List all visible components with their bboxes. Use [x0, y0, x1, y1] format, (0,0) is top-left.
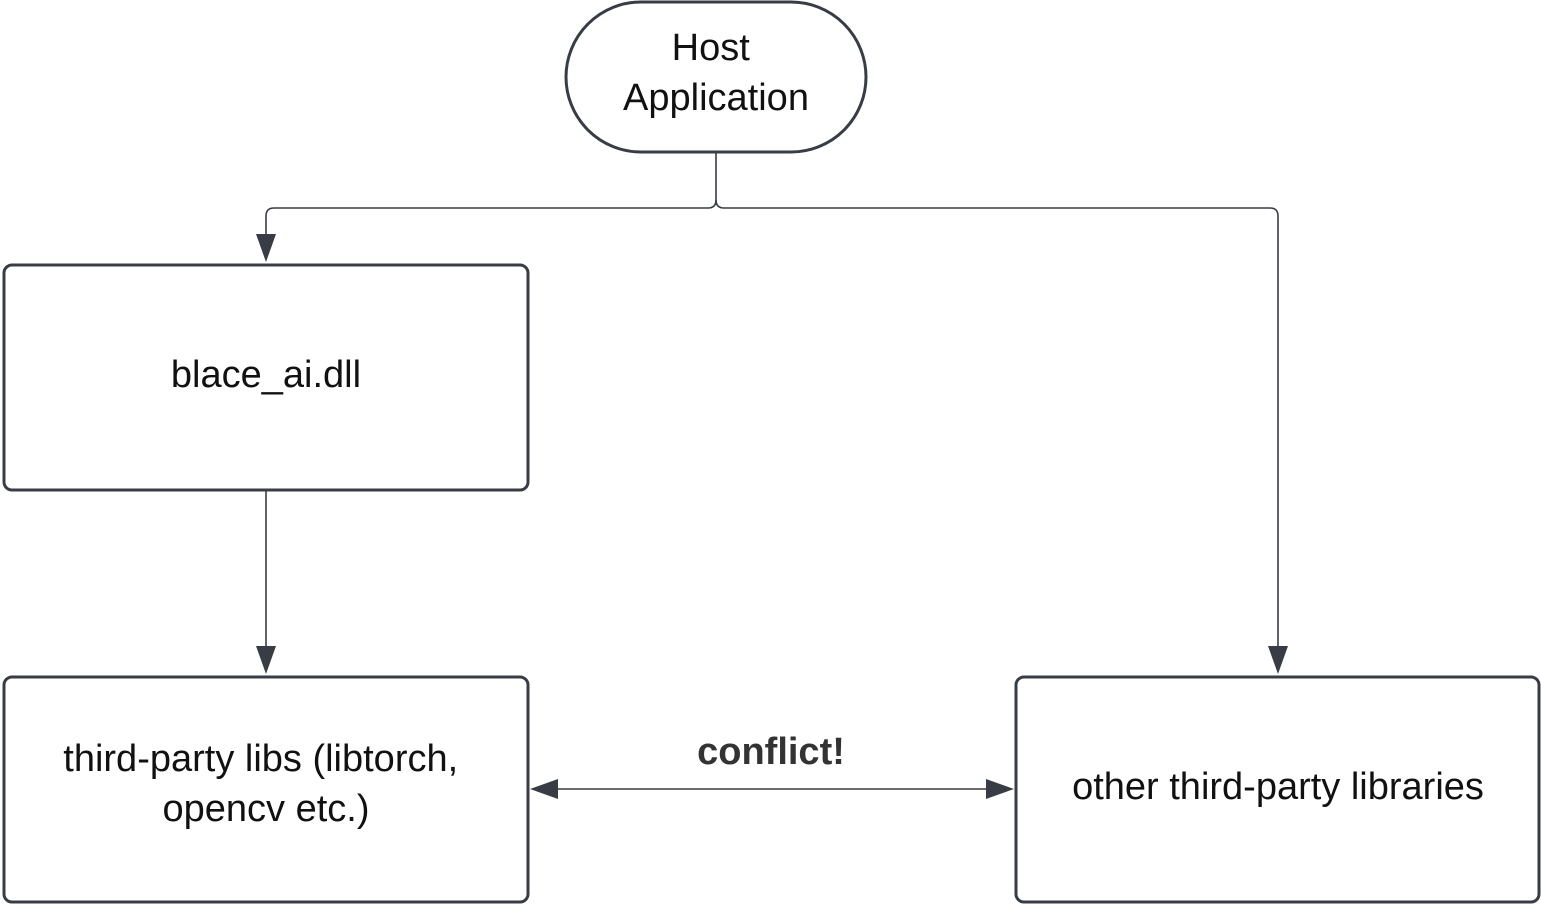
- third-party-libs-label-line1: third-party libs (libtorch,: [63, 738, 458, 780]
- conflict-label: conflict!: [697, 731, 845, 773]
- node-other-third-party-libraries: other third-party libraries: [1014, 675, 1541, 904]
- arrowhead-conflict-right: [986, 779, 1014, 799]
- third-party-libs-label: third-party libs (libtorch, opencv etc.): [63, 738, 468, 830]
- arrowhead-conflict-left: [530, 779, 558, 799]
- node-blace-ai-dll: blace_ai.dll: [2, 263, 530, 492]
- blace-ai-dll-shape: [2, 263, 530, 492]
- edge-host-to-other: [715, 199, 1279, 648]
- other-third-party-libraries-shape: [1014, 675, 1541, 904]
- edge-host-to-blace: [265, 152, 717, 236]
- arrowhead-to-other: [1268, 646, 1288, 674]
- third-party-libs-label-line2: opencv etc.): [163, 788, 370, 830]
- host-application-shape: [564, 0, 868, 154]
- node-third-party-libs: third-party libs (libtorch, opencv etc.): [2, 675, 530, 904]
- arrowhead-to-thirdparty: [256, 646, 276, 674]
- third-party-libs-shape: [2, 675, 530, 904]
- arrowhead-to-blace: [256, 234, 276, 262]
- blace-ai-dll-label: blace_ai.dll: [171, 354, 361, 396]
- host-application-label-line1: Host: [672, 27, 751, 69]
- node-host-application: Host Application: [564, 0, 868, 154]
- other-third-party-libraries-label: other third-party libraries: [1072, 766, 1484, 808]
- host-application-label: Host Application: [623, 27, 809, 119]
- connectors: conflict!: [256, 152, 1288, 799]
- host-application-label-line2: Application: [623, 77, 809, 119]
